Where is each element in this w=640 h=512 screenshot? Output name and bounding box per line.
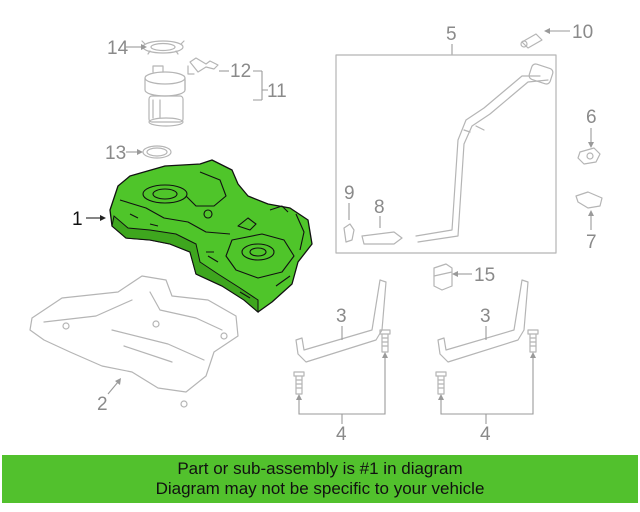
part-7-clip — [575, 191, 603, 209]
callout-7: 7 — [586, 232, 597, 253]
part-13-seal — [142, 145, 172, 159]
part-15-valve — [433, 263, 453, 291]
callout-8: 8 — [374, 197, 385, 218]
notice-banner: Part or sub-assembly is #1 in diagram Di… — [2, 455, 638, 503]
arrow-10 — [544, 28, 550, 34]
part-6-bolt — [577, 147, 601, 165]
part-9-clamp — [343, 223, 355, 243]
callout-3-left: 3 — [336, 306, 347, 327]
callout-11: 11 — [267, 81, 287, 102]
arrow-4-left-b — [382, 352, 388, 358]
arrow-2 — [115, 378, 121, 385]
callout-13: 13 — [105, 143, 126, 164]
bracket-4-left — [298, 358, 386, 415]
part-4-bolts-right — [435, 329, 539, 395]
callout-1: 1 — [72, 209, 83, 230]
arrow-4-right-a — [438, 394, 444, 400]
parts-diagram: 14 12 11 13 1 — [29, 22, 603, 445]
callout-14: 14 — [107, 38, 129, 59]
part-1-fuel-tank — [109, 159, 313, 314]
part-5-box — [335, 54, 557, 254]
callout-6: 6 — [586, 107, 597, 128]
arrow-15 — [452, 271, 458, 277]
part-12-sensor — [184, 57, 219, 91]
arrow-4-right-b — [530, 352, 536, 358]
part-8-hose — [361, 231, 403, 245]
arrow-1 — [100, 215, 106, 221]
callout-2: 2 — [97, 394, 108, 415]
callout-15: 15 — [474, 265, 495, 286]
part-2-shield — [29, 275, 239, 408]
part-14-lock-ring — [141, 40, 185, 55]
arrow-6 — [588, 142, 594, 148]
arrow-13 — [137, 149, 143, 155]
callout-12: 12 — [230, 61, 251, 82]
callout-4-left: 4 — [336, 424, 347, 445]
callout-5: 5 — [446, 24, 457, 45]
callout-4-right: 4 — [480, 424, 491, 445]
part-10-tether — [520, 33, 543, 49]
banner-line-1: Part or sub-assembly is #1 in diagram — [177, 459, 463, 478]
callout-9: 9 — [344, 183, 355, 204]
arrow-14 — [141, 44, 147, 50]
bracket-4-right — [440, 358, 534, 415]
leader-2 — [107, 381, 119, 395]
arrow-4-left-a — [296, 394, 302, 400]
part-11-fuel-pump — [144, 65, 186, 127]
callout-3-right: 3 — [480, 306, 491, 327]
bracket-11 — [253, 70, 268, 101]
arrow-7 — [588, 210, 594, 216]
part-5-filler-pipe — [415, 63, 554, 243]
part-3-strap-right — [437, 279, 529, 363]
part-3-strap-left — [295, 279, 387, 363]
callout-10: 10 — [572, 22, 593, 43]
banner-line-2: Diagram may not be specific to your vehi… — [155, 479, 485, 498]
